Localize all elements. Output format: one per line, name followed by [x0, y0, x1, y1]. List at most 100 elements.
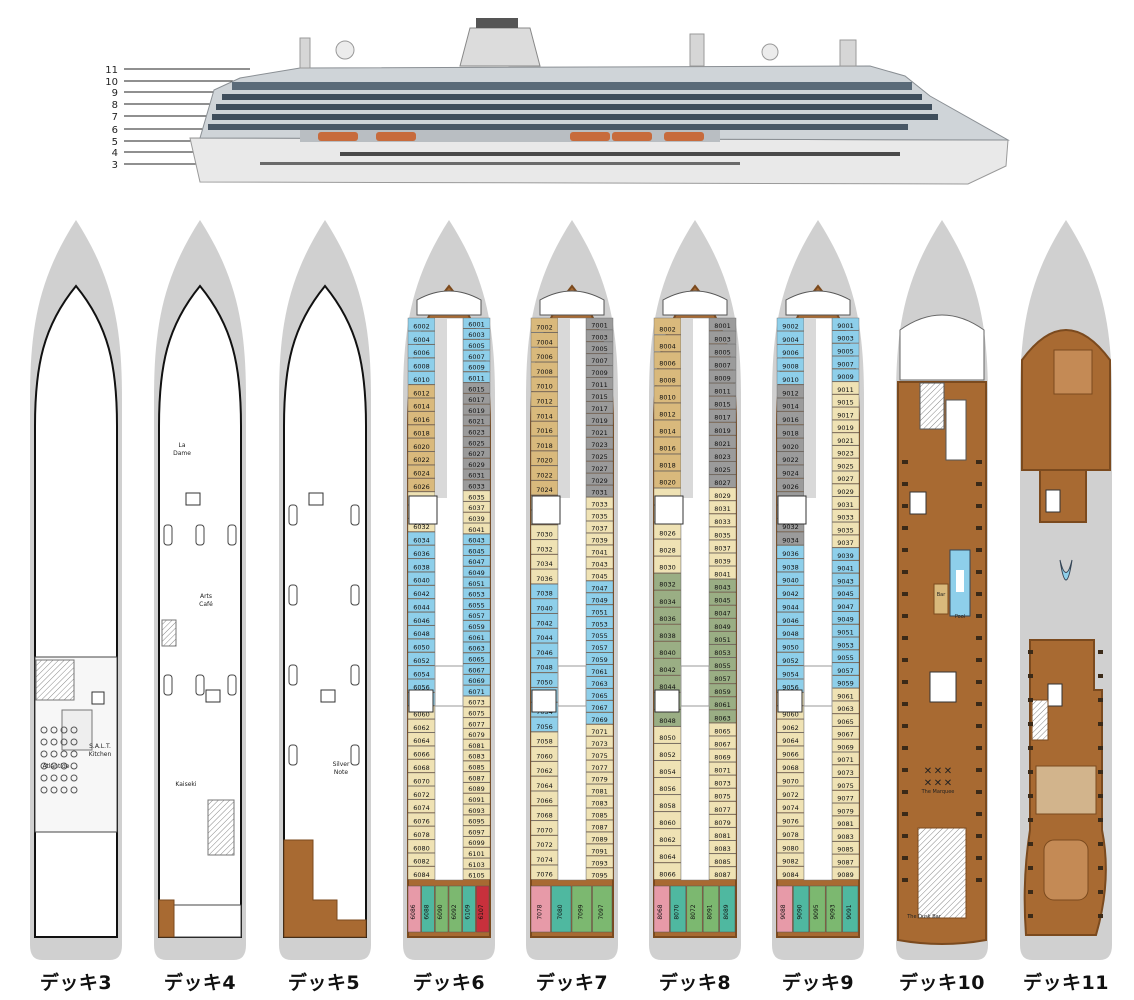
sun-lounger	[976, 570, 982, 574]
cabin-number: 6041	[468, 526, 485, 534]
cabin-number: 6045	[468, 547, 485, 555]
cabin-number: 7055	[591, 632, 608, 640]
cabin-number: 6101	[468, 850, 485, 858]
cabin-number: 6009	[468, 364, 485, 372]
cabana-mark: ✕	[944, 778, 952, 789]
wood-aft-deck	[283, 839, 367, 938]
stern-suite-number: 6090	[437, 904, 444, 919]
cabin-number: 7093	[591, 859, 608, 867]
venue-label-pool: Pool	[955, 614, 965, 620]
elevator-icon	[185, 492, 201, 506]
sun-lounger	[1028, 722, 1033, 726]
cabin-number: 9080	[782, 844, 799, 852]
sun-lounger	[976, 614, 982, 618]
cabin-number: 9060	[782, 710, 799, 718]
cabin-number: 6067	[468, 666, 485, 674]
table-seat	[40, 726, 48, 734]
table-seat	[50, 726, 58, 734]
cabin-number: 9063	[837, 705, 854, 713]
cabin-number: 9003	[837, 335, 854, 343]
cabin-number: 8053	[714, 649, 731, 657]
lifeboat	[318, 132, 358, 141]
deck-9-plan: 9002900490069008901090129014901690189020…	[772, 220, 864, 960]
cabin-number: 8081	[714, 832, 731, 840]
sun-lounger	[1098, 794, 1103, 798]
cabin-number: 6038	[413, 563, 430, 571]
cabin-number: 9007	[837, 360, 854, 368]
venue-label-arts: Arts	[200, 593, 212, 600]
cabin-number: 6087	[468, 774, 485, 782]
cabin-number: 9033	[837, 514, 854, 522]
lifeboat	[664, 132, 704, 141]
aft-elevator	[654, 689, 680, 713]
cabana-mark: ✕	[924, 778, 932, 789]
cabin-number: 6065	[468, 655, 485, 663]
cabin-number: 6074	[413, 804, 430, 812]
cabin-number: 9048	[782, 630, 799, 638]
cabin-number: 7017	[591, 405, 608, 413]
cabin-number: 6012	[413, 389, 430, 397]
cabin-number: 9020	[782, 443, 799, 451]
cabin-number: 7022	[536, 471, 553, 479]
elevator-icon	[205, 689, 221, 703]
cabana-mark: ✕	[944, 766, 952, 777]
stern-suite-number: 6086	[410, 904, 417, 919]
aft-lobby	[803, 665, 833, 707]
observation-deck	[899, 314, 985, 381]
spa-hatch	[919, 382, 945, 430]
sun-lounger	[976, 878, 982, 882]
cabin-number: 6095	[468, 818, 485, 826]
cabin-number: 8071	[714, 767, 731, 775]
cabin-number: 6054	[413, 670, 430, 678]
stern-suite	[842, 885, 859, 933]
sun-lounger	[1028, 890, 1033, 894]
stair-column	[195, 674, 205, 696]
cabin-number: 9068	[782, 764, 799, 772]
stern-suite-number: 7099	[577, 904, 584, 919]
stern-suite	[670, 885, 687, 933]
sun-lounger	[976, 526, 982, 530]
ship-side-view	[189, 18, 1010, 185]
stern-suite	[702, 885, 719, 933]
cabin-number: 8045	[714, 597, 731, 605]
stair-column	[163, 674, 173, 696]
cabin-number: 8003	[714, 335, 731, 343]
portholes-row	[340, 152, 900, 156]
cabin-number: 6077	[468, 720, 485, 728]
cabin-number: 9074	[782, 804, 799, 812]
cabin-number: 9012	[782, 389, 799, 397]
cabin-number: 9009	[837, 373, 854, 381]
lifeboat	[570, 132, 610, 141]
cabin-number: 6010	[413, 376, 430, 384]
cabin-number: 9064	[782, 737, 799, 745]
radar-dome	[761, 43, 779, 61]
cabin-number: 7035	[591, 513, 608, 521]
cabin-number: 6048	[413, 630, 430, 638]
cabin-number: 6105	[468, 872, 485, 880]
stair-column	[163, 524, 173, 546]
cabin-number: 7001	[591, 321, 608, 329]
sun-lounger	[1098, 650, 1103, 654]
cabin-number: 9006	[782, 349, 799, 357]
cabin-number: 8014	[659, 427, 676, 435]
cabin-number: 6072	[413, 791, 430, 799]
elevator-lobby	[1045, 489, 1061, 513]
cabin-number: 9027	[837, 475, 854, 483]
aft-elevator	[531, 689, 557, 713]
cabin-number: 8059	[714, 688, 731, 696]
cabin-number: 6089	[468, 785, 485, 793]
venue-label-salt-kitchen: Kitchen	[89, 751, 112, 758]
table-seat	[40, 762, 48, 770]
cabin-number: 8029	[714, 492, 731, 500]
aft-lobby	[557, 665, 587, 707]
cabin-number: 6093	[468, 807, 485, 815]
cabin-number: 7007	[591, 357, 608, 365]
sun-lounger	[902, 790, 908, 794]
sun-lounger	[902, 570, 908, 574]
deck-4-caption: デッキ4	[163, 972, 237, 994]
stern-suite-number: 9091	[846, 904, 853, 919]
cabin-number: 8006	[659, 359, 676, 367]
cabin-number: 7066	[536, 797, 553, 805]
elevator-icon	[320, 689, 336, 703]
